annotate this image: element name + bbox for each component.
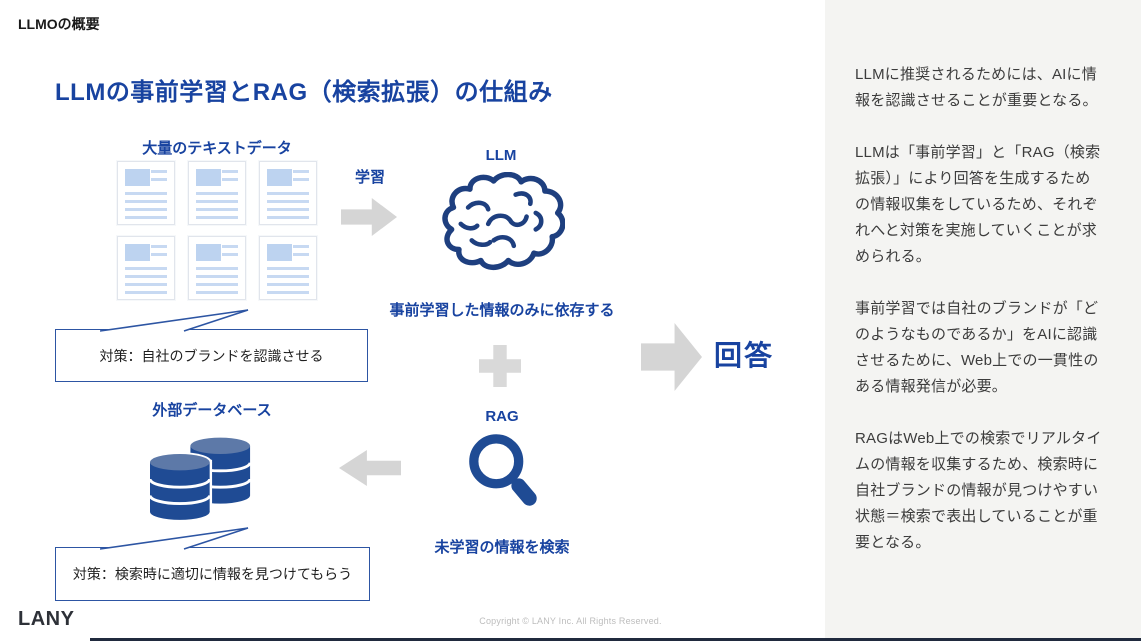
sidebar-notes: LLMに推奨されるためには、AIに情報を認識させることが重要となる。 LLMは「… xyxy=(825,0,1141,641)
sidebar-paragraph: LLMに推奨されるためには、AIに情報を認識させることが重要となる。 xyxy=(855,66,1098,109)
lany-logo: LANY xyxy=(18,608,75,630)
page-title: LLMの事前学習とRAG（検索拡張）の仕組み xyxy=(55,79,553,106)
text-data-label: 大量のテキストデータ xyxy=(142,140,292,157)
rag-countermeasure-text: 対策：検索時に適切に情報を見つけてもらう xyxy=(72,566,353,582)
bottom-divider xyxy=(90,638,1141,641)
plus-icon xyxy=(479,345,521,387)
arrow-right-icon xyxy=(341,198,397,236)
document-icon xyxy=(117,161,175,225)
bubble-tail xyxy=(100,309,249,334)
rag-caption: 未学習の情報を検索 xyxy=(434,539,570,556)
document-icon xyxy=(259,161,317,225)
rag-countermeasure-bubble: 対策：検索時に適切に情報を見つけてもらう xyxy=(55,527,370,601)
document-icon xyxy=(259,236,317,300)
search-icon xyxy=(467,432,545,516)
llm-caption: 事前学習した情報のみに依存する xyxy=(389,302,615,319)
document-grid xyxy=(117,161,317,300)
copyright-text: Copyright © LANY Inc. All Rights Reserve… xyxy=(479,616,662,626)
brain-icon xyxy=(437,172,565,274)
bubble-tail xyxy=(100,527,249,552)
database-icon xyxy=(150,436,252,524)
sidebar-paragraph: 事前学習では自社のブランドが「どのようなものであるか」をAIに認識させるために、… xyxy=(855,300,1099,395)
arrow-left-icon xyxy=(339,450,401,486)
document-icon xyxy=(188,236,246,300)
sidebar-paragraph: RAGはWeb上での検索でリアルタイムの情報を収集するため、検索時に自社ブランド… xyxy=(855,430,1102,551)
llm-label: LLM xyxy=(485,147,517,164)
external-db-label: 外部データベース xyxy=(152,402,272,419)
pretrain-countermeasure-text: 対策：自社のブランドを認識させる xyxy=(99,347,324,364)
sidebar-paragraph: LLMは「事前学習」と「RAG（検索拡張）」により回答を生成するための情報収集を… xyxy=(855,144,1101,265)
pretrain-countermeasure-bubble: 対策：自社のブランドを認識させる xyxy=(55,309,368,382)
page-header: LLMOの概要 xyxy=(18,16,100,32)
arrow-right-icon xyxy=(641,323,702,391)
document-icon xyxy=(188,161,246,225)
rag-label: RAG xyxy=(485,408,519,425)
document-icon xyxy=(117,236,175,300)
learn-arrow-label: 学習 xyxy=(354,169,385,186)
answer-label: 回答 xyxy=(714,340,775,371)
